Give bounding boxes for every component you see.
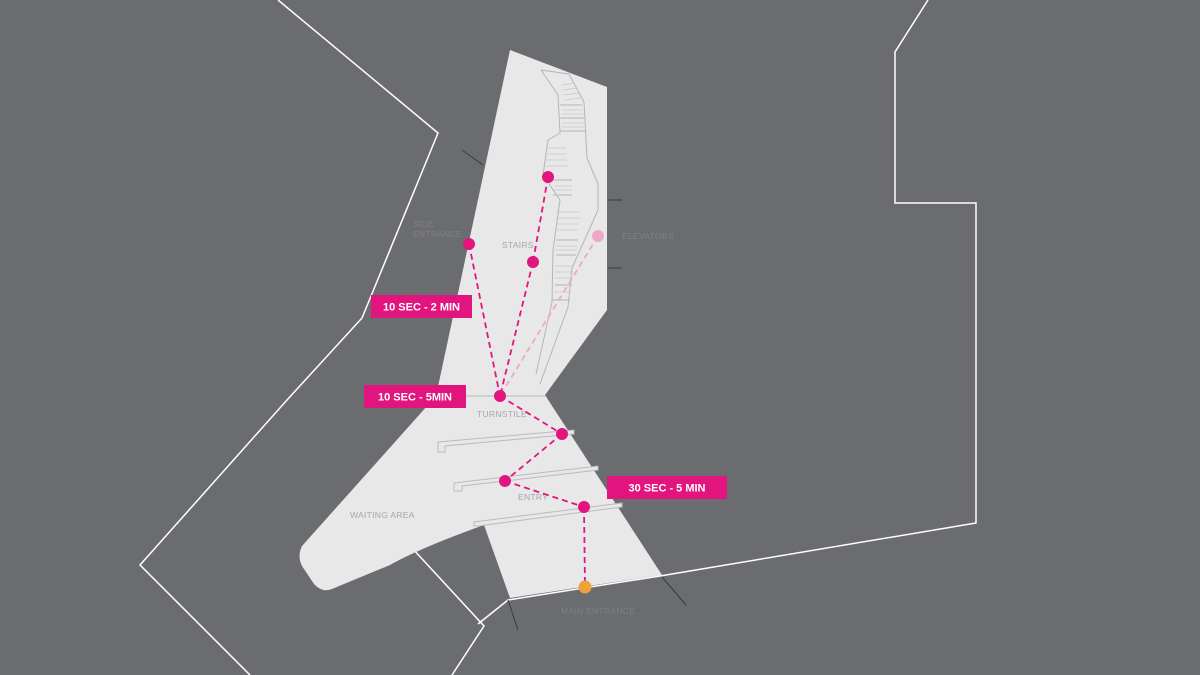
side-entrance-label-line1: SIDE (413, 219, 434, 229)
callout-lower: 30 SEC - 5 MIN (607, 476, 727, 499)
stairs-hatching (546, 82, 584, 293)
queue-marker-1 (556, 428, 568, 440)
turnstile-marker (494, 390, 506, 402)
queue-marker-2 (499, 475, 511, 487)
entry-label: ENTRY (518, 492, 548, 502)
elevators-label: ELEVATORS (622, 231, 674, 241)
route-main-entrance (583, 506, 586, 588)
passenger-routes (468, 176, 599, 588)
lower-building-outline (411, 547, 485, 675)
elevators-marker (592, 230, 604, 242)
side-entrance-label-line2: ENTRANCE (413, 229, 462, 239)
route-queue-2 (504, 433, 563, 482)
wall-ticks (461, 149, 687, 631)
stairs-bottom-marker (527, 256, 539, 268)
waiting-area-label: WAITING AREA (350, 510, 415, 520)
station-floor (299, 50, 662, 598)
callout-upper: 10 SEC - 2 MIN (371, 295, 472, 318)
route-elevators (499, 235, 599, 397)
route-stairs-top (532, 176, 549, 263)
route-stairs-down (499, 261, 534, 397)
main-entrance-marker (578, 580, 592, 594)
callout-middle: 10 SEC - 5MIN (364, 385, 466, 408)
svg-text:30 SEC - 5 MIN: 30 SEC - 5 MIN (628, 483, 705, 495)
main-entrance-label: MAIN ENTRANCE (561, 606, 635, 616)
stairs-label: STAIRS (502, 240, 534, 250)
svg-text:10 SEC - 5MIN: 10 SEC - 5MIN (378, 392, 452, 404)
route-queue-1 (499, 395, 563, 435)
right-building-outline (477, 0, 977, 625)
side-entrance-marker (463, 238, 475, 250)
queue-marker-3 (578, 501, 590, 513)
svg-text:10 SEC - 2 MIN: 10 SEC - 2 MIN (383, 302, 460, 314)
stairs-top-marker (542, 171, 554, 183)
route-side-entrance (468, 243, 501, 397)
route-markers (463, 171, 604, 594)
left-building-outline (138, 0, 439, 675)
route-queue-3 (504, 480, 585, 508)
turnstile-label: TURNSTILE (477, 409, 527, 419)
